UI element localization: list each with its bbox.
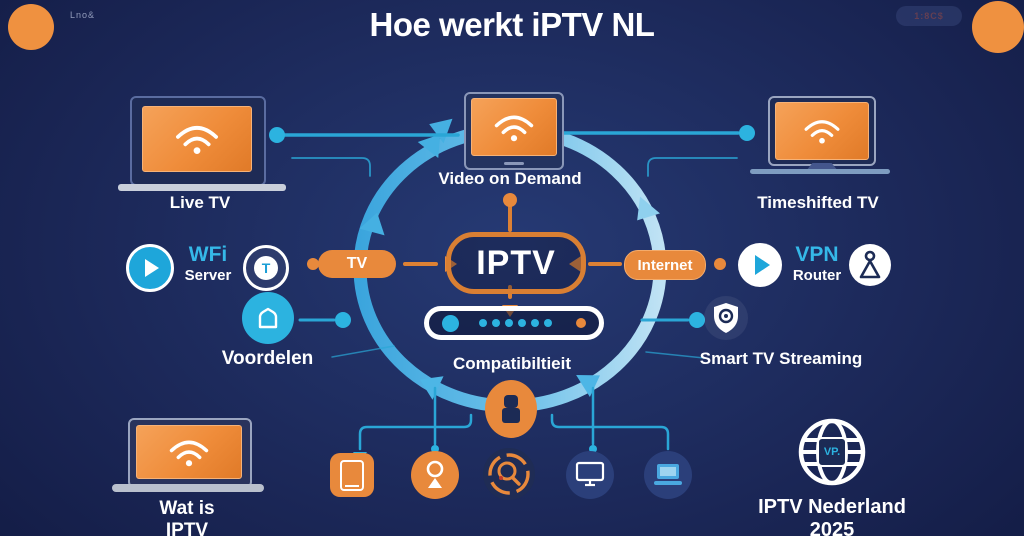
meter-dot bbox=[505, 319, 513, 327]
person-badge bbox=[849, 244, 891, 286]
vpn-router-line1: VPN bbox=[795, 243, 839, 266]
tablet-icon bbox=[340, 459, 364, 491]
timeshifted-tv-label: Timeshifted TV bbox=[757, 193, 879, 212]
meter-dot bbox=[492, 319, 500, 327]
wat-is-line2: IPTV bbox=[165, 519, 209, 536]
lock-badge bbox=[485, 380, 537, 438]
device-icon-tablet bbox=[330, 453, 374, 497]
play-badge-right bbox=[738, 243, 782, 287]
internet-pill: Internet bbox=[624, 250, 706, 280]
wifi-icon bbox=[494, 115, 534, 141]
device-icon-pin bbox=[411, 451, 459, 499]
timeshifted-tv-stand bbox=[806, 163, 838, 171]
meter-dot bbox=[531, 319, 539, 327]
live-tv-stand-bar bbox=[118, 184, 286, 191]
live-tv-device bbox=[130, 96, 266, 186]
wat-is-iptv-device bbox=[128, 418, 252, 488]
page-title: Hoe werkt iPTV NL bbox=[369, 6, 655, 43]
meter-dot bbox=[518, 319, 526, 327]
search-icon bbox=[488, 453, 530, 495]
brand-globe: VP. bbox=[797, 417, 867, 487]
deco-circle-left bbox=[8, 4, 54, 50]
meter-dot bbox=[479, 319, 487, 327]
ring-arrow-icons bbox=[359, 118, 660, 400]
device-icon-monitor bbox=[566, 451, 614, 499]
vod-home-bar bbox=[504, 162, 524, 165]
vod-label: Video on Demand bbox=[438, 169, 582, 188]
wat-is-iptv-base bbox=[112, 484, 264, 492]
voordelen-label: Voordelen bbox=[221, 348, 314, 369]
brand-label: IPTV Nederland 2025 bbox=[742, 496, 922, 536]
play-icon bbox=[755, 255, 770, 275]
vpn-router-line2: Router bbox=[792, 267, 842, 285]
tv-pill-label: TV bbox=[346, 255, 368, 272]
shield-badge bbox=[704, 296, 748, 340]
iptv-hub-label: IPTV bbox=[476, 243, 556, 282]
wifi-server-line1: WFi bbox=[188, 243, 228, 266]
wifi-server-label: WFi Server bbox=[168, 243, 248, 284]
play-icon bbox=[145, 259, 159, 277]
timeshifted-tv-device bbox=[768, 96, 876, 166]
laptop-icon bbox=[654, 464, 682, 485]
lock-icon bbox=[502, 395, 520, 423]
internet-pill-label: Internet bbox=[637, 256, 693, 274]
brand-line2: 2025 bbox=[809, 519, 855, 536]
monitor-icon bbox=[575, 461, 605, 487]
brand-line1: IPTV Nederland bbox=[758, 496, 906, 518]
device-icon-laptop bbox=[644, 451, 692, 499]
meter-dot-orange bbox=[576, 318, 586, 328]
compatibility-meter bbox=[424, 306, 604, 340]
wat-is-line1: Wat is bbox=[159, 498, 215, 519]
deco-left-tag: Lno& bbox=[70, 10, 96, 20]
live-tv-label: Live TV bbox=[169, 193, 231, 212]
cyan-connectors bbox=[283, 131, 740, 451]
wifi-icon bbox=[169, 440, 209, 466]
timeshifted-tv-stand-bar bbox=[750, 169, 890, 174]
meter-dot bbox=[544, 319, 552, 327]
wifi-icon bbox=[804, 120, 840, 144]
iptv-hub: IPTV bbox=[446, 232, 586, 294]
deco-circle-right bbox=[972, 1, 1024, 53]
device-icon-search bbox=[483, 448, 535, 500]
shield-icon bbox=[714, 303, 738, 333]
smart-tv-label: Smart TV Streaming bbox=[699, 349, 863, 368]
home-icon bbox=[258, 307, 278, 329]
compatibility-label: Compatibiltieit bbox=[452, 354, 572, 373]
t-badge-letter: T bbox=[261, 260, 271, 276]
deco-right-pill: 1:8C$ bbox=[896, 6, 962, 26]
meter-dot-large bbox=[442, 314, 459, 332]
person-icon bbox=[859, 250, 881, 279]
vod-device bbox=[464, 92, 564, 170]
wifi-server-line2: Server bbox=[184, 267, 232, 285]
location-pin-icon bbox=[426, 460, 444, 488]
voordelen-badge bbox=[242, 292, 294, 344]
play-badge-left bbox=[126, 244, 174, 292]
globe-center-plate: VP. bbox=[817, 437, 847, 467]
globe-vp-text: VP. bbox=[823, 446, 841, 458]
tv-pill: TV bbox=[318, 250, 396, 278]
t-badge: T bbox=[243, 245, 289, 291]
wat-is-iptv-label: Wat is IPTV bbox=[117, 498, 257, 536]
deco-right-tag: 1:8C$ bbox=[914, 11, 944, 21]
wifi-icon bbox=[176, 125, 218, 155]
vpn-router-label: VPN Router bbox=[777, 243, 857, 284]
